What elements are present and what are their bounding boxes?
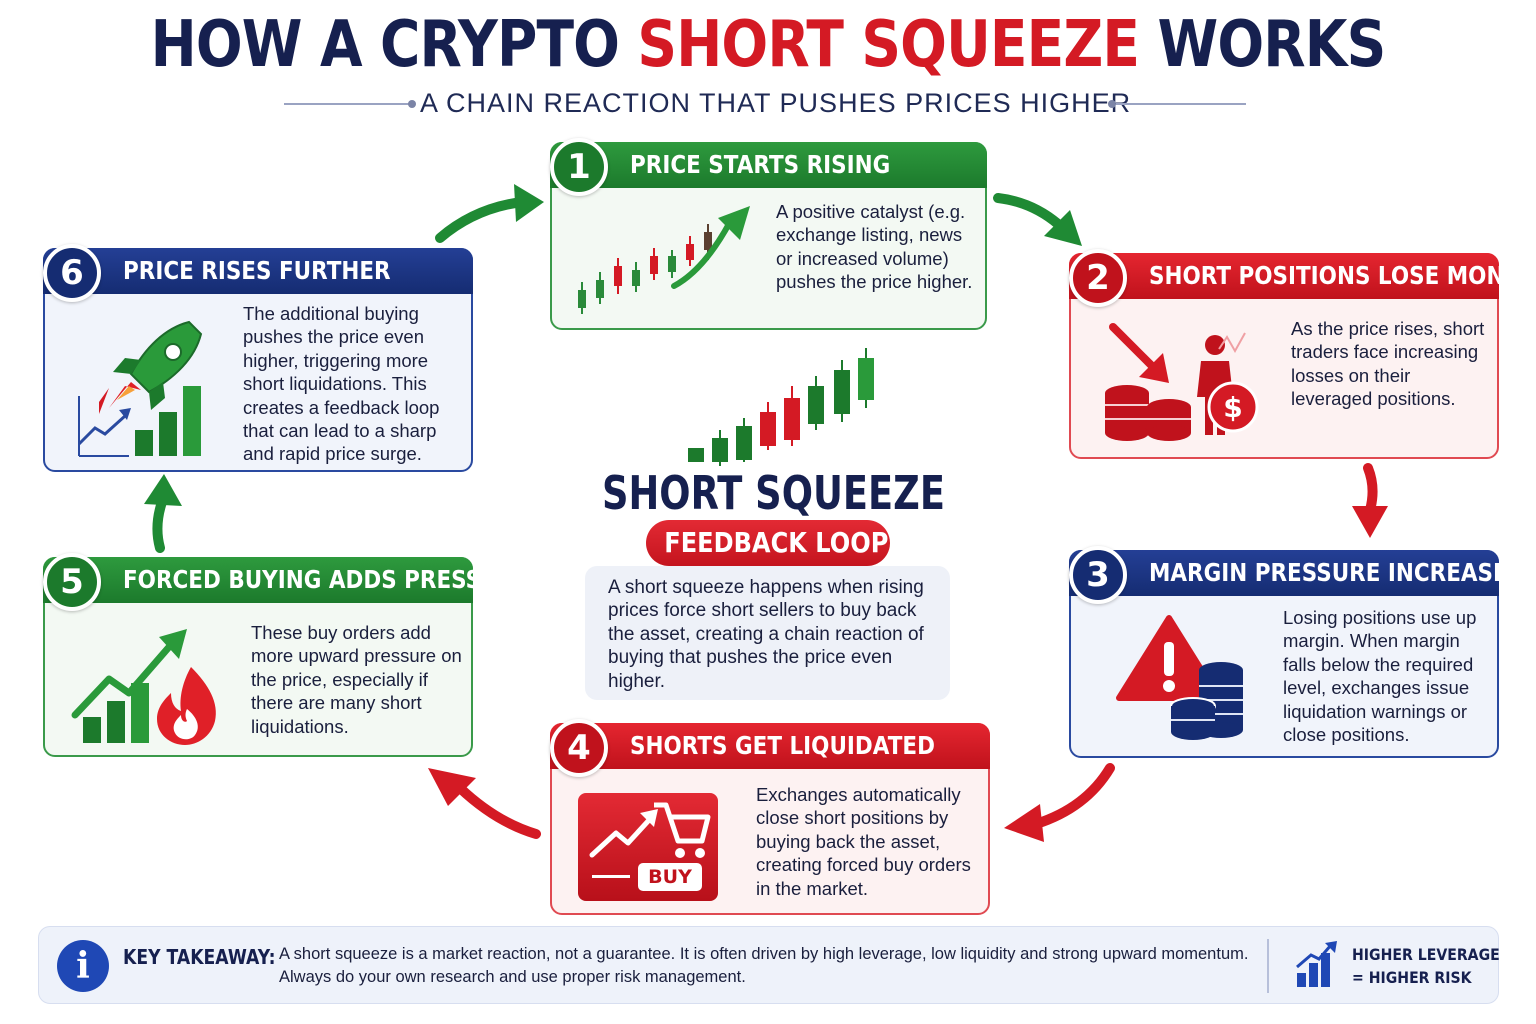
candlestick-chart-icon — [688, 348, 874, 466]
step-text-3: Losing positions use up margin. When mar… — [1283, 607, 1477, 746]
cart-chart-icon — [589, 802, 711, 858]
step-header-4: SHORTS GET LIQUIDATED — [550, 723, 990, 769]
key-takeaway-bar: i KEY TAKEAWAY: A short squeeze is a mar… — [38, 926, 1500, 1004]
key-takeaway-label: KEY TAKEAWAY: — [123, 945, 276, 969]
subtitle-dot-left — [408, 100, 416, 108]
arrow-2-to-3-icon — [1352, 463, 1388, 538]
warning-coins-icon — [1116, 615, 1243, 740]
key-takeaway-line-2: Always do your own research and use prop… — [279, 968, 746, 986]
step-text-2: As the price rises, short traders face i… — [1291, 318, 1485, 410]
losing-trader-coins-icon: $ — [1105, 323, 1259, 441]
arrow-4-to-5-icon — [428, 768, 541, 839]
step-title-1: PRICE STARTS RISING — [630, 150, 891, 179]
feedback-loop-pill: FEEDBACK LOOP — [646, 520, 890, 566]
step-number-2: 2 — [1069, 249, 1127, 307]
key-takeaway-line-1: A short squeeze is a market reaction, no… — [279, 945, 1249, 963]
step-header-2: SHORT POSITIONS LOSE MONEY — [1069, 253, 1535, 299]
step-card-4: SHORTS GET LIQUIDATED 4 BUY Exchanges au… — [550, 719, 990, 915]
bar-chart-icon — [1296, 941, 1337, 987]
takeaway-separator — [1267, 939, 1269, 993]
feedback-loop-label: FEEDBACK LOOP — [664, 526, 889, 559]
step-text-6: The additional buying pushes the price e… — [243, 303, 440, 465]
step-header-5: FORCED BUYING ADDS PRESSURE — [43, 557, 530, 603]
subtitle-row: A CHAIN REACTION THAT PUSHES PRICES HIGH… — [0, 86, 1536, 122]
step-title-4: SHORTS GET LIQUIDATED — [630, 731, 935, 760]
page-subtitle: A CHAIN REACTION THAT PUSHES PRICES HIGH… — [420, 88, 1132, 118]
step-header-1: PRICE STARTS RISING — [550, 142, 987, 188]
rising-candlestick-chart-icon — [578, 206, 750, 314]
step-title-6: PRICE RISES FURTHER — [123, 256, 391, 285]
step-number-3: 3 — [1069, 546, 1127, 604]
arrow-6-to-1-icon — [435, 184, 544, 243]
step-card-3: MARGIN PRESSURE INCREASES 3 Losing posit… — [1069, 546, 1523, 758]
step-text-5: These buy orders add more upward pressur… — [251, 622, 462, 737]
center-description: A short squeeze happens when rising pric… — [608, 577, 924, 692]
step-number-5: 5 — [43, 553, 101, 611]
step-title-2: SHORT POSITIONS LOSE MONEY — [1149, 261, 1535, 290]
title-part-2: WORKS — [1139, 8, 1386, 82]
step-text-4: Exchanges automatically close short posi… — [756, 784, 971, 899]
arrow-5-to-6-icon — [144, 474, 182, 553]
step-card-5: FORCED BUYING ADDS PRESSURE 5 These buy … — [43, 553, 530, 757]
page-title: HOW A CRYPTO SHORT SQUEEZE WORKS — [108, 8, 1429, 82]
step-number-6: 6 — [43, 244, 101, 302]
risk-note-line-1: HIGHER LEVERAGE — [1352, 945, 1500, 964]
step-title-5: FORCED BUYING ADDS PRESSURE — [123, 565, 530, 594]
key-takeaway-text: A short squeeze is a market reaction, no… — [279, 943, 1259, 989]
risk-note: HIGHER LEVERAGE = HIGHER RISK — [1352, 943, 1500, 989]
bars-fire-icon — [71, 629, 216, 745]
subtitle-divider-right — [1116, 103, 1246, 105]
step-number-4: 4 — [550, 719, 608, 777]
step-card-6: PRICE RISES FURTHER 6 The additional buy… — [43, 244, 473, 472]
risk-note-line-2: = HIGHER RISK — [1352, 968, 1472, 987]
svg-text:$: $ — [1223, 391, 1242, 424]
cart-baseline — [592, 875, 630, 878]
center-description-box — [585, 566, 950, 700]
step-text-1: A positive catalyst (e.g. exchange listi… — [776, 201, 973, 293]
title-accent: SHORT SQUEEZE — [637, 8, 1140, 82]
subtitle-divider-left — [284, 103, 412, 105]
buy-label: BUY — [638, 863, 702, 891]
arrow-3-to-4-icon — [1004, 763, 1115, 842]
step-card-2: SHORT POSITIONS LOSE MONEY 2 $ As the pr… — [1069, 249, 1535, 459]
rocket-growth-icon — [77, 320, 203, 457]
step-title-3: MARGIN PRESSURE INCREASES — [1149, 558, 1524, 587]
step-number-1: 1 — [550, 138, 608, 196]
step-header-3: MARGIN PRESSURE INCREASES — [1069, 550, 1523, 596]
subtitle-dot-right — [1108, 100, 1116, 108]
step-header-6: PRICE RISES FURTHER — [43, 248, 473, 294]
buy-cart-icon: BUY — [578, 793, 718, 901]
arrow-1-to-2-icon — [993, 193, 1082, 246]
step-card-1: PRICE STARTS RISING 1 A positive catalys… — [550, 138, 987, 330]
center-title: SHORT SQUEEZE — [602, 466, 945, 520]
info-icon: i — [57, 940, 109, 992]
title-part-1: HOW A CRYPTO — [150, 8, 638, 82]
